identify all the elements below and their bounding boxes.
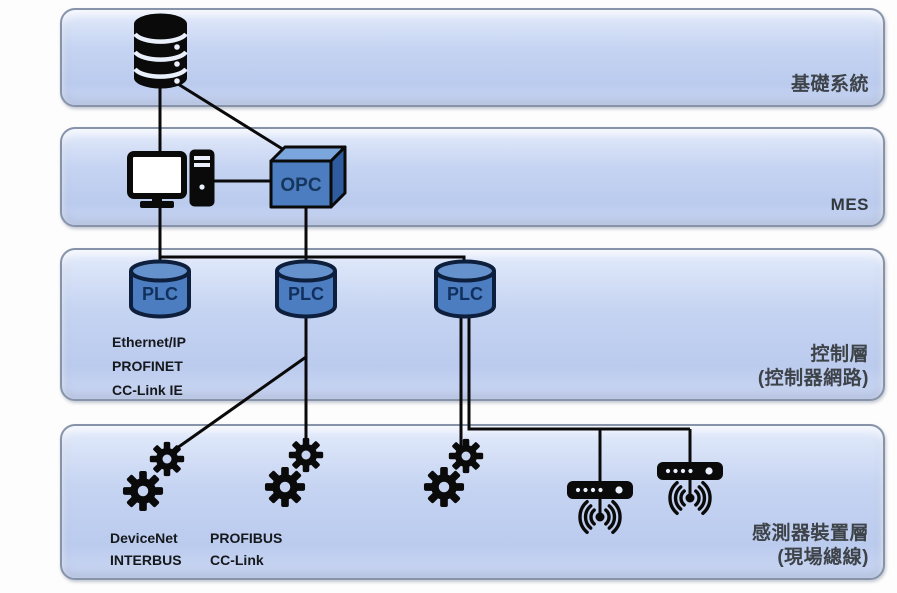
layer-label-sensor: 感測器裝置層 (現場總線)	[752, 522, 869, 571]
layer-band-foundation: 基礎系統	[60, 8, 885, 107]
layer-label-mes: MES	[830, 194, 869, 214]
plc-cylinder-icon: PLC	[129, 259, 191, 319]
link-plc3-fieldbus	[467, 316, 690, 431]
plc-cylinder-icon: PLC	[434, 259, 496, 319]
protocol-ethernet-ip: Ethernet/IP	[112, 334, 186, 350]
plc-cylinder-icon: PLC	[275, 259, 337, 319]
access-point-icon	[567, 481, 633, 499]
layer-label-foundation: 基礎系統	[790, 74, 869, 96]
protocol-profinet: PROFINET	[112, 358, 183, 374]
protocol-devicenet: DeviceNet	[110, 530, 178, 546]
opc-cube-icon: OPC	[269, 145, 347, 209]
link-db-to-opc	[169, 77, 290, 155]
gears-icon	[264, 466, 306, 508]
plc3-node-label: PLC	[447, 284, 483, 304]
layer-label-control: 控制層 (控制器網路)	[758, 343, 869, 392]
layer-label-sensor-main: 感測器裝置層	[751, 522, 869, 544]
desktop-computer-icon	[127, 151, 187, 208]
layer-band-sensor: 感測器裝置層 (現場總線) DeviceNet PROFIBUS INTERBU…	[60, 424, 885, 580]
fieldbus-protocol-list: DeviceNet PROFIBUS INTERBUS CC-Link	[110, 530, 282, 568]
layer-label-sensor-sub: (現場總線)	[777, 547, 869, 569]
access-point-icon	[657, 462, 723, 480]
layer-label-control-main: 控制層	[810, 343, 869, 365]
gears-icon	[423, 466, 465, 508]
protocol-cclink: CC-Link	[210, 552, 264, 568]
protocol-interbus: INTERBUS	[110, 552, 182, 568]
database-icon	[133, 13, 188, 89]
gears-icon	[122, 470, 164, 512]
pc-tower-icon	[189, 149, 215, 207]
plc2-node-label: PLC	[288, 284, 324, 304]
layer-label-control-sub: (控制器網路)	[757, 368, 869, 390]
wireless-signal-icon	[578, 500, 622, 534]
protocol-cclink-ie: CC-Link IE	[112, 382, 183, 398]
protocol-profibus: PROFIBUS	[210, 530, 283, 546]
plc1-node-label: PLC	[142, 284, 178, 304]
link-plc2-to-device1	[169, 355, 307, 455]
wireless-signal-icon	[668, 481, 712, 515]
opc-node-label: OPC	[280, 175, 321, 196]
